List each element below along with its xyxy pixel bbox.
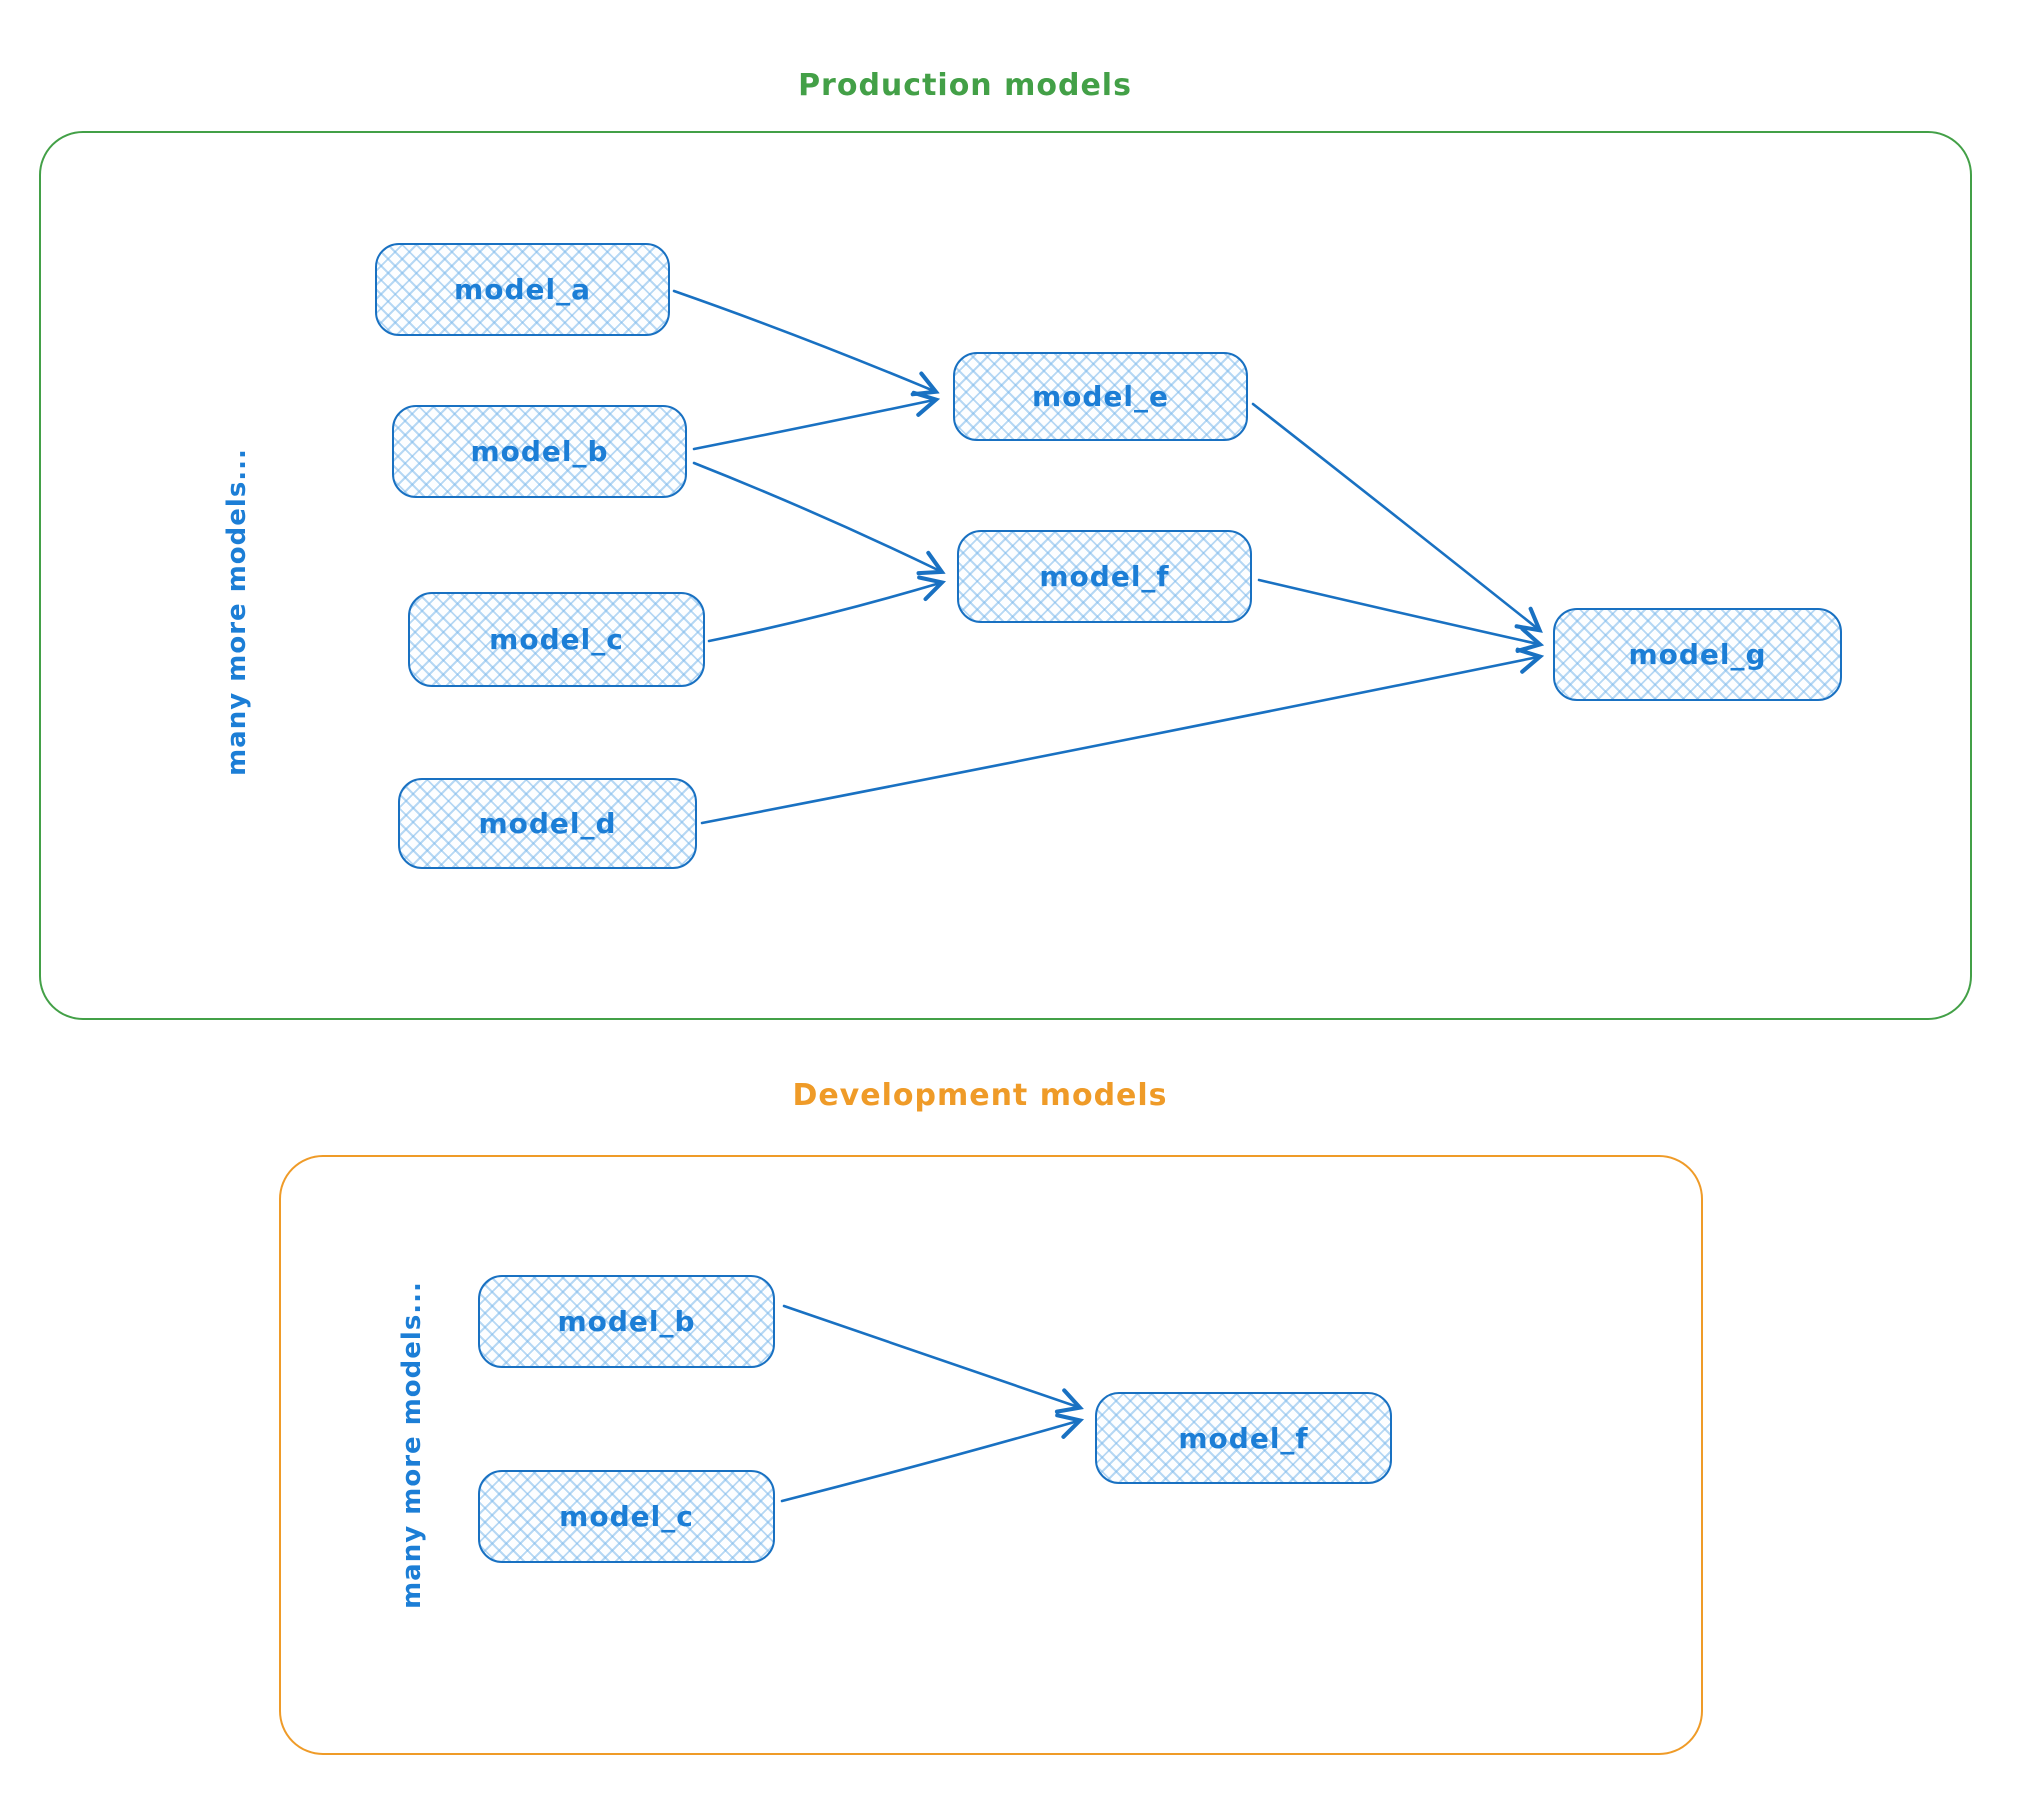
node-production-model-a: model_a xyxy=(375,243,670,336)
node-production-model-e: model_e xyxy=(953,352,1248,441)
node-production-model-g: model_g xyxy=(1553,608,1842,701)
production-group-title: Production models xyxy=(798,68,1132,103)
node-production-model-d: model_d xyxy=(398,778,697,869)
node-label: model_e xyxy=(1031,380,1170,413)
development-group-frame xyxy=(279,1155,1703,1755)
node-label: model_d xyxy=(478,807,617,840)
node-label: model_a xyxy=(454,273,591,306)
development-side-label: many more models... xyxy=(397,1281,427,1609)
production-group-frame xyxy=(39,131,1972,1020)
node-production-model-f: model_f xyxy=(957,530,1252,623)
node-development-model-c: model_c xyxy=(478,1470,775,1563)
node-label: model_f xyxy=(1178,1421,1309,1455)
development-group-title: Development models xyxy=(792,1078,1168,1113)
node-label: model_b xyxy=(557,1305,696,1338)
node-label: model_g xyxy=(1628,638,1767,671)
node-label: model_c xyxy=(489,623,624,656)
node-label: model_b xyxy=(470,435,609,468)
production-side-label: many more models... xyxy=(222,448,252,776)
node-development-model-f: model_f xyxy=(1095,1392,1392,1484)
node-production-model-c: model_c xyxy=(408,592,705,687)
node-production-model-b: model_b xyxy=(392,405,687,498)
node-label: model_c xyxy=(559,1500,694,1533)
node-development-model-b: model_b xyxy=(478,1275,775,1368)
node-label: model_f xyxy=(1039,560,1170,593)
